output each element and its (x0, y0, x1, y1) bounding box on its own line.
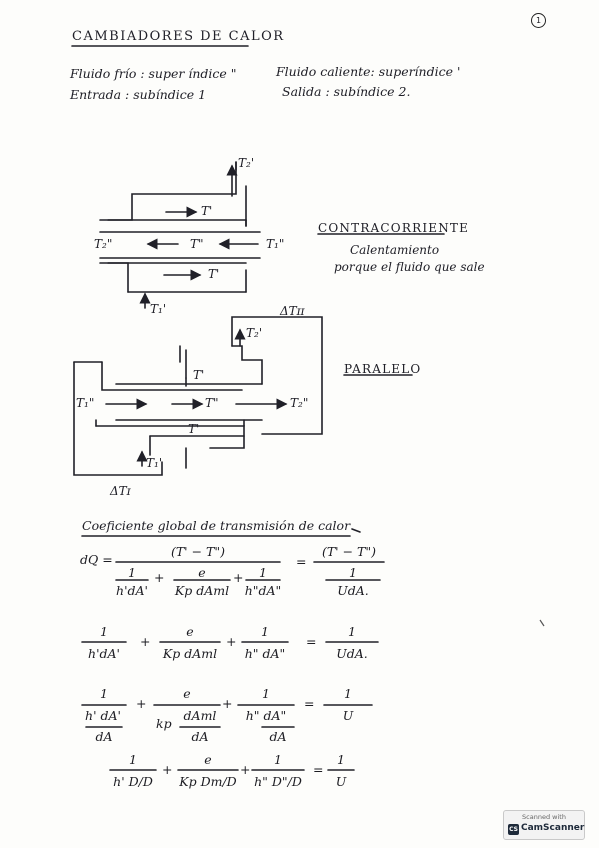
eq4-equals: = (313, 762, 324, 777)
eq2-c-den: h" dA" (244, 646, 286, 661)
eq2-plus-2: + (226, 634, 237, 649)
coef-heading: Coeficiente global de transmisión de cal… (82, 518, 351, 533)
eq1-rhs-mid: 1 (349, 565, 357, 580)
eq2-b-den: Kp dAml (162, 646, 218, 661)
eq1-term-a-den: h'dA' (116, 583, 148, 598)
par-delta-bottom: ΔTɪ (110, 484, 131, 498)
eq3-a-den-bottom: dA (95, 729, 113, 744)
cf-label-t1-hot-in: T₁' (150, 302, 167, 316)
badge-scanned-with: Scanned with (522, 813, 566, 821)
note-inlet: Entrada : subíndice 1 (70, 87, 207, 102)
par-label-t1-cold-in: T₁" (76, 396, 95, 410)
counterflow-note-1: Calentamiento (350, 243, 440, 257)
eq4-r-num: 1 (337, 752, 345, 767)
eq1-equals: = (296, 554, 307, 569)
eq2-a-num: 1 (100, 624, 108, 639)
eq4-b-num: e (204, 752, 212, 767)
eq1-plus-1: + (154, 570, 165, 585)
counterflow-heading: CONTRACORRIENTE (318, 221, 470, 235)
counterflow-diagram (99, 161, 261, 309)
eq1-plus-2: + (233, 570, 244, 585)
camscanner-badge: Scanned with CS CamScanner (503, 810, 585, 840)
eq1-term-b-num: e (198, 565, 206, 580)
cf-label-t2-cold-out: T₂" (94, 237, 113, 251)
eq4-a-den: h' D/D (113, 774, 153, 789)
parallel-diagram (73, 316, 323, 476)
eq3-a-num: 1 (100, 686, 108, 701)
counterflow-note-2: porque el fluido que sale (334, 260, 485, 274)
eq2-plus-1: + (140, 634, 151, 649)
eq3-r-den: U (342, 708, 354, 723)
eq3-c-den-bottom: dA (269, 729, 287, 744)
badge-app-name: CamScanner (521, 823, 585, 833)
page-title: CAMBIADORES DE CALOR (72, 29, 285, 44)
par-label-t-hot-top: T' (193, 368, 205, 382)
eq2-r-den: UdA. (336, 646, 368, 661)
eq2-equals: = (306, 634, 317, 649)
eq2-c-num: 1 (261, 624, 269, 639)
eq2-b-num: e (186, 624, 194, 639)
cf-label-t-hot-top: T' (201, 204, 213, 218)
eq3-a-den-top: h' dA' (85, 708, 121, 723)
note-hot-fluid: Fluido caliente: superíndice ' (276, 64, 461, 79)
eq3-c-den-top: h" dA" (245, 708, 287, 723)
eq1-term-c-den: h"dA" (244, 583, 282, 598)
par-label-t2-hot-out: T₂' (246, 326, 263, 340)
eq1-term-b-den: Kp dAml (174, 583, 230, 598)
par-label-t-hot-bottom: T' (188, 422, 200, 436)
eq3-b-den-top: dAml (183, 708, 217, 723)
eq1-numerator: (T' − T") (170, 544, 226, 559)
eq3-b-num: e (183, 686, 191, 701)
eq2-a-den: h'dA' (88, 646, 120, 661)
parallel-heading: PARALELO (344, 362, 422, 376)
eq4-plus-1: + (162, 762, 173, 777)
note-cold-fluid: Fluido frío : super índice " (70, 66, 237, 81)
eq3-b-den-bottom: dA (191, 729, 209, 744)
par-label-t-cold: T" (205, 396, 219, 410)
cf-label-t2-hot-out: T₂' (238, 156, 255, 170)
eq3-r-num: 1 (344, 686, 352, 701)
cf-label-t-hot-bottom: T' (208, 267, 220, 281)
cf-label-t1-cold-in: T₁" (266, 237, 285, 251)
par-label-t1-hot-in: T₁' (146, 456, 163, 470)
eq1-rhs-num: (T' − T") (321, 544, 377, 559)
eq1-term-a-num: 1 (128, 565, 136, 580)
eq1-term-c-num: 1 (259, 565, 267, 580)
eq3-plus-2: + (222, 696, 233, 711)
eq2-r-num: 1 (348, 624, 356, 639)
note-outlet: Salida : subíndice 2. (282, 84, 411, 99)
eq3-b-den-k: kp (156, 716, 172, 731)
eq4-plus-2: + (240, 762, 251, 777)
eq4-c-den: h" D"/D (254, 774, 302, 789)
eq4-c-num: 1 (274, 752, 282, 767)
par-delta-top: ΔTɪɪ (280, 304, 305, 318)
par-label-t2-cold-out: T₂" (290, 396, 309, 410)
eq3-equals: = (304, 696, 315, 711)
eq4-a-num: 1 (129, 752, 137, 767)
eq4-b-den: Kp Dm/D (179, 774, 237, 789)
eq3-c-num: 1 (262, 686, 270, 701)
eq3-plus-1: + (136, 696, 147, 711)
eq1-rhs-den: UdA. (337, 583, 369, 598)
page-number: 1 (531, 13, 546, 28)
eq4-r-den: U (335, 774, 347, 789)
camscanner-logo-icon: CS (508, 824, 519, 835)
cf-label-t-cold: T" (190, 237, 204, 251)
eq1-lhs: dQ = (80, 552, 113, 567)
